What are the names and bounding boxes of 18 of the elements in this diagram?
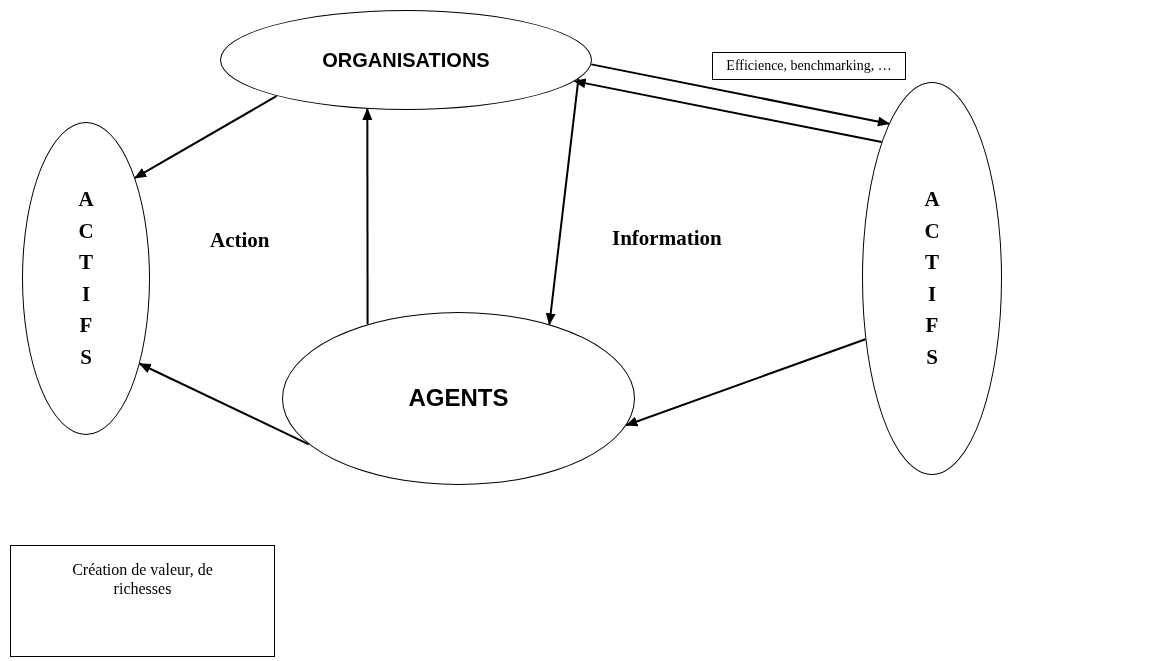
- arrow: [573, 78, 883, 143]
- arrow: [625, 338, 867, 427]
- node-label: Création de valeur, de richesses: [71, 560, 214, 599]
- vertical-label: ACTIFS: [923, 186, 941, 371]
- node-label: Efficience, benchmarking, …: [725, 57, 893, 75]
- arrow: [362, 107, 373, 326]
- arrow: [590, 63, 890, 127]
- node-label: ORGANISATIONS: [321, 48, 491, 72]
- vertical-label: ACTIFS: [77, 186, 95, 371]
- flow-label: Action: [210, 228, 270, 253]
- node-label: AGENTS: [407, 384, 510, 413]
- arrow: [545, 77, 580, 326]
- text-box: [10, 545, 275, 657]
- text-box: [712, 52, 906, 80]
- arrow: [138, 362, 310, 446]
- ellipse-node: [282, 312, 635, 485]
- flow-label: Information: [612, 226, 722, 251]
- arrow: [134, 94, 278, 179]
